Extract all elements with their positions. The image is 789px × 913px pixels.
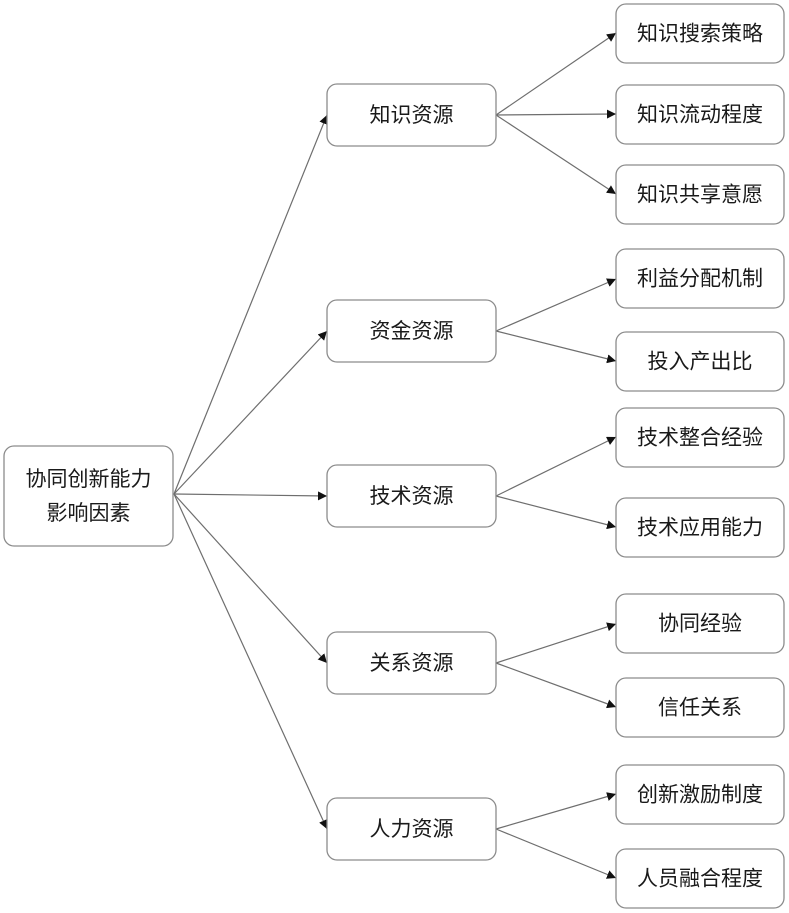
category-node-relationship: 关系资源 [326, 631, 497, 695]
category-node-funding: 资金资源 [326, 299, 497, 363]
edge-layer [173, 32, 617, 879]
category-node-technology: 技术资源 [326, 464, 497, 528]
connector-arrow [173, 493, 328, 830]
leaf-label: 利益分配机制 [637, 267, 763, 291]
leaf-label: 知识流动程度 [637, 103, 763, 127]
leaf-node: 信任关系 [615, 677, 785, 738]
leaf-label: 协同经验 [658, 612, 742, 636]
category-node-human: 人力资源 [326, 797, 497, 861]
connector-arrow [495, 436, 617, 497]
category-label: 技术资源 [370, 484, 454, 508]
leaf-label: 知识搜索策略 [637, 22, 763, 46]
leaf-label: 知识共享意愿 [637, 183, 763, 207]
leaf-node: 人员融合程度 [615, 848, 785, 909]
connector-arrow [495, 114, 617, 195]
connector-arrow [495, 330, 617, 364]
connector-arrow [173, 114, 328, 495]
root-label-line-1: 协同创新能力 [26, 467, 152, 491]
leaf-node: 知识搜索策略 [615, 3, 785, 64]
leaf-node: 协同经验 [615, 593, 785, 654]
root-node: 协同创新能力 影响因素 [3, 445, 174, 547]
connector-arrow [495, 662, 617, 709]
connector-arrow [495, 828, 617, 879]
leaf-label: 技术应用能力 [637, 516, 763, 540]
leaf-node: 技术整合经验 [615, 407, 785, 468]
connector-arrow [495, 109, 617, 119]
leaf-label: 人员融合程度 [637, 867, 763, 891]
category-node-knowledge: 知识资源 [326, 83, 497, 147]
leaf-node: 创新激励制度 [615, 764, 785, 825]
leaf-node: 投入产出比 [615, 331, 785, 392]
category-label: 人力资源 [370, 817, 454, 841]
category-label: 知识资源 [370, 103, 454, 127]
leaf-node: 知识流动程度 [615, 84, 785, 145]
category-label: 关系资源 [370, 651, 454, 675]
connector-arrow [495, 495, 617, 530]
connector-arrow [173, 493, 328, 664]
connector-arrow [495, 278, 617, 332]
connector-arrow [495, 792, 617, 830]
leaf-label: 投入产出比 [648, 350, 753, 374]
leaf-label: 技术整合经验 [637, 426, 763, 450]
connector-arrow [173, 330, 328, 495]
leaf-label: 创新激励制度 [637, 783, 763, 807]
category-label: 资金资源 [370, 319, 454, 343]
leaf-node: 技术应用能力 [615, 497, 785, 558]
connector-arrow [495, 32, 617, 116]
connector-arrow [495, 622, 617, 664]
leaf-label: 信任关系 [658, 696, 742, 720]
leaf-node: 利益分配机制 [615, 248, 785, 309]
connector-arrow [173, 491, 328, 501]
root-label-line-2: 影响因素 [47, 501, 131, 525]
leaf-node: 知识共享意愿 [615, 164, 785, 225]
